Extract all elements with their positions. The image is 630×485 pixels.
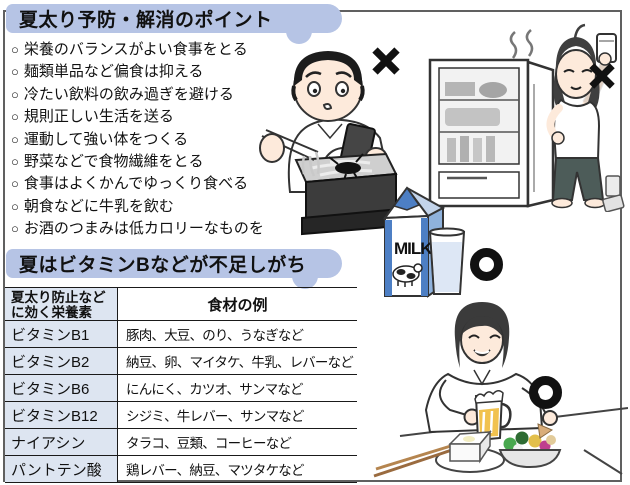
section2-header: 夏はビタミンBなどが不足しがち bbox=[6, 249, 342, 278]
circle-bullet-icon: ○ bbox=[11, 176, 19, 192]
milk-label: MILK bbox=[394, 239, 433, 258]
circle-bullet-icon: ○ bbox=[11, 42, 19, 57]
tips-list: ○栄養のバランスがよい食事をとる ○麺類単品など偏食は抑える ○冷たい飲料の飲み… bbox=[11, 39, 264, 241]
section1-title: 夏太り予防・解消のポイント bbox=[19, 10, 273, 31]
tip-item: ○規則正しい生活を送る bbox=[11, 106, 264, 128]
nutrient-cell: ビタミンB2 bbox=[5, 348, 118, 374]
tip-text: 冷たい飲料の飲み過ぎを避ける bbox=[23, 85, 234, 103]
tip-item: ○食事はよくかんでゆっくり食べる bbox=[11, 173, 264, 195]
tip-text: 麺類単品など偏食は抑える bbox=[23, 63, 204, 81]
x-mark-icon bbox=[371, 46, 401, 81]
nutrient-cell: パントテン酸 bbox=[5, 456, 118, 482]
circle-bullet-icon: ○ bbox=[11, 86, 19, 102]
nutrient-column-header: 夏太り防止など に効く栄養素 bbox=[5, 288, 118, 320]
tip-text: 規則正しい生活を送る bbox=[23, 108, 174, 126]
table-row: ビタミンB1 豚肉、大豆、のり、うなぎなど bbox=[5, 321, 357, 348]
tip-text: 野菜などで食物繊維をとる bbox=[23, 153, 204, 171]
tip-item: ○野菜などで食物繊維をとる bbox=[11, 151, 264, 173]
man-eating-noodles-illustration bbox=[256, 40, 404, 245]
circle-bullet-icon: ○ bbox=[11, 131, 19, 147]
tip-text: お酒のつまみは低カロリーなものを bbox=[23, 220, 264, 238]
tip-text: 食事はよくかんでゆっくり食べる bbox=[23, 175, 249, 193]
nutrient-cell: ビタミンB1 bbox=[5, 321, 118, 347]
foods-cell: タラコ、豆類、コーヒーなど bbox=[126, 436, 292, 451]
circle-bullet-icon: ○ bbox=[11, 109, 19, 125]
table-row: パントテン酸 鶏レバー、納豆、マツタケなど bbox=[5, 456, 357, 483]
o-mark-icon bbox=[529, 376, 562, 409]
table-row: ビタミンB6 にんにく、カツオ、サンマなど bbox=[5, 375, 357, 402]
woman-dining-illustration bbox=[372, 298, 629, 485]
tip-item: ○運動して強い体をつくる bbox=[11, 129, 264, 151]
tip-item: ○麺類単品など偏食は抑える bbox=[11, 61, 264, 83]
circle-bullet-icon: ○ bbox=[11, 154, 19, 170]
foods-cell: 豚肉、大豆、のり、うなぎなど bbox=[126, 328, 304, 343]
nutrient-header-line2: に効く栄養素 bbox=[11, 305, 92, 320]
tip-item: ○朝食などに牛乳を飲む bbox=[11, 196, 264, 218]
nutrient-cell: ビタミンB6 bbox=[5, 375, 118, 401]
nutrient-header-line1: 夏太り防止など bbox=[11, 290, 106, 305]
x-mark-icon bbox=[588, 62, 616, 95]
foods-cell: シジミ、牛レバー、サンマなど bbox=[126, 409, 304, 424]
table-row: ビタミンB2 納豆、卵、マイタケ、牛乳、レバーなど bbox=[5, 348, 357, 375]
foods-cell: 鶏レバー、納豆、マツタケなど bbox=[126, 463, 304, 478]
tip-text: 朝食などに牛乳を飲む bbox=[23, 197, 174, 215]
tip-item: ○お酒のつまみは低カロリーなものを bbox=[11, 218, 264, 240]
circle-bullet-icon: ○ bbox=[11, 221, 19, 237]
section2-title: 夏はビタミンBなどが不足しがち bbox=[19, 255, 307, 276]
foods-column-header: 食材の例 bbox=[207, 296, 268, 314]
nutrient-cell: ナイアシン bbox=[5, 429, 118, 455]
table-row: ビタミンB12 シジミ、牛レバー、サンマなど bbox=[5, 402, 357, 429]
circle-bullet-icon: ○ bbox=[11, 198, 19, 214]
o-mark-icon bbox=[470, 248, 503, 281]
foods-cell: 納豆、卵、マイタケ、牛乳、レバーなど bbox=[126, 355, 354, 370]
tip-item: ○冷たい飲料の飲み過ぎを避ける bbox=[11, 84, 264, 106]
tip-text: 運動して強い体をつくる bbox=[23, 130, 189, 148]
table-row: ナイアシン タラコ、豆類、コーヒーなど bbox=[5, 429, 357, 456]
tip-item: ○ 栄養のバランスがよい食事をとる bbox=[11, 39, 264, 61]
foods-cell: にんにく、カツオ、サンマなど bbox=[126, 382, 304, 397]
nutrient-cell: ビタミンB12 bbox=[5, 402, 118, 428]
circle-bullet-icon: ○ bbox=[11, 64, 19, 80]
section1-header: 夏太り予防・解消のポイント bbox=[6, 4, 342, 33]
milk-carton-illustration: MILK bbox=[358, 180, 513, 310]
table-header-row: 夏太り防止など に効く栄養素 食材の例 bbox=[5, 288, 357, 321]
nutrition-table: 夏太り防止など に効く栄養素 食材の例 ビタミンB1 豚肉、大豆、のり、うなぎな… bbox=[5, 287, 357, 483]
tip-text: 栄養のバランスがよい食事をとる bbox=[23, 41, 248, 58]
